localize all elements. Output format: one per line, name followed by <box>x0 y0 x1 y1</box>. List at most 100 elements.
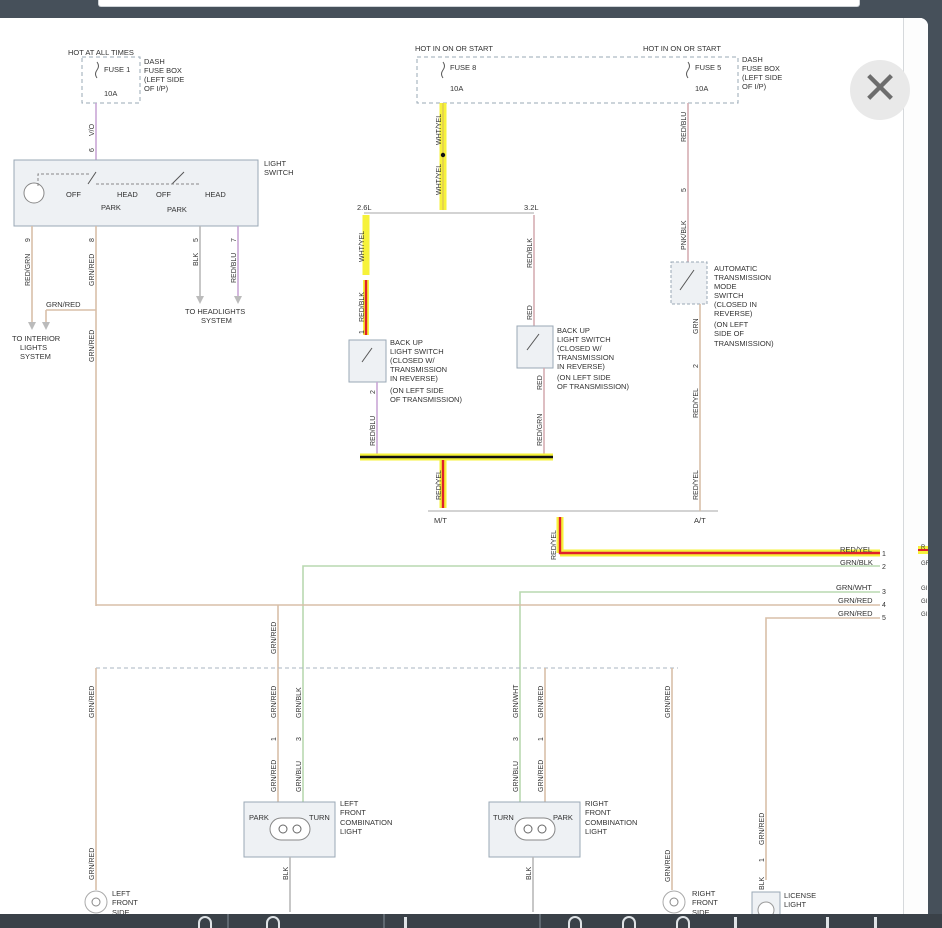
diagram-label: HEAD <box>205 190 226 199</box>
diagram-label: GI <box>921 612 928 618</box>
bottom-toolbar <box>0 914 942 928</box>
toolbar-separator <box>383 914 385 928</box>
rotate-icon[interactable] <box>622 916 636 928</box>
diagram-label: RED/BLU <box>370 416 377 446</box>
more-icon[interactable] <box>874 917 877 928</box>
diagram-label: (CLOSED W/ <box>390 356 436 365</box>
diagram-label: 4 <box>882 602 886 609</box>
zoom-in-icon[interactable] <box>266 916 280 928</box>
atm-mode-switch <box>670 261 708 305</box>
diagram-label: GRN/RED <box>838 609 873 618</box>
diagram-label: TO INTERIOR <box>12 334 61 343</box>
diagram-label: 3.2L <box>524 203 539 212</box>
diagram-label: GRN/BLU <box>513 761 520 792</box>
diagram-label: LIGHT SWITCH <box>390 347 444 356</box>
diagram-wire <box>37 173 90 186</box>
diagram-label: LIGHT <box>784 900 807 909</box>
diagram-label: RED <box>527 305 534 320</box>
diagram-wire <box>757 901 775 918</box>
diagram-label: TRANSMISSION) <box>714 339 774 348</box>
backup-switch-right <box>516 325 554 369</box>
diagram-label: RED/BLK <box>527 238 534 268</box>
diagram-label: BLK <box>759 876 766 890</box>
diagram-label: 8 <box>89 238 96 242</box>
diagram-label: GRN <box>693 318 700 334</box>
diagram-label: FUSE 5 <box>695 63 721 72</box>
diagram-label: 1 <box>538 737 545 741</box>
diagram-label: FUSE BOX <box>144 66 182 75</box>
close-icon[interactable]: ✕ <box>850 60 910 120</box>
diagram-label: SIDE OF <box>714 329 744 338</box>
diagram-label: 5 <box>193 238 200 242</box>
diagram-label: GI <box>921 586 928 592</box>
diagram-label: LIGHT <box>585 827 608 836</box>
diagram-label: GRN/RED <box>46 300 81 309</box>
diagram-wire <box>269 817 311 841</box>
diagram-wire <box>537 824 547 834</box>
diagram-label: GRN/RED <box>665 686 672 718</box>
diagram-label: SWITCH <box>714 291 744 300</box>
menu-icon[interactable] <box>826 917 829 928</box>
diagram-label: 10A <box>104 89 117 98</box>
print-icon[interactable] <box>676 916 690 928</box>
pause-icon[interactable] <box>734 917 737 928</box>
diagram-wire <box>514 817 556 841</box>
diagram-label: GRN/RED <box>89 254 96 286</box>
diagram-label: GRN/RED <box>271 686 278 718</box>
diagram-wire <box>23 182 45 204</box>
diagram-label: BLK <box>193 252 200 266</box>
wiring-diagram: HOT AT ALL TIMES HOT IN ON OR START HOT … <box>12 44 928 918</box>
diagram-wire <box>679 269 695 291</box>
diagram-label: RED <box>537 375 544 390</box>
hot-always-label: HOT AT ALL TIMES <box>68 48 134 57</box>
search-input[interactable] <box>98 0 860 7</box>
fuse-8-symbol <box>441 61 445 79</box>
diagram-label: 10A <box>695 84 708 93</box>
diagram-label: 3 <box>882 589 886 596</box>
diagram-label: GRN/RED <box>271 760 278 792</box>
diagram-wire <box>28 322 36 330</box>
diagram-wire <box>292 824 302 834</box>
diagram-label: 2.6L <box>357 203 372 212</box>
diagram-label: 3 <box>296 737 303 741</box>
diagram-label: LIGHT <box>340 827 363 836</box>
diagram-wire <box>196 296 204 304</box>
diagram-wire <box>361 347 373 363</box>
diagram-label: (CLOSED IN <box>714 300 757 309</box>
fit-page-icon[interactable] <box>568 916 582 928</box>
diagram-label: 5 <box>681 188 688 192</box>
diagram-label: LEFT <box>340 799 359 808</box>
diagram-label: LICENSE <box>784 891 816 900</box>
diagram-label: GRN/RED <box>665 850 672 882</box>
diagram-label: 9 <box>25 238 32 242</box>
diagram-wire <box>278 824 288 834</box>
diagram-label: LIGHT SWITCH <box>557 335 611 344</box>
diagram-label: SYSTEM <box>201 316 232 325</box>
diagram-label: FRONT <box>112 898 138 907</box>
diagram-label: GRN/RED <box>838 596 873 605</box>
diagram-label: (LEFT SIDE <box>144 75 184 84</box>
diagram-label: RED/BLU <box>231 253 238 283</box>
fuse-box-left <box>81 56 141 104</box>
diagram-label: FUSE BOX <box>742 64 780 73</box>
diagram-label: TRANSMISSION <box>390 365 447 374</box>
diagram-label: GR <box>921 561 928 567</box>
diagram-label: GRN/WHT <box>513 684 520 718</box>
diagram-label: 1 <box>759 858 766 862</box>
diagram-label: FRONT <box>585 808 611 817</box>
diagram-label: 2 <box>882 564 886 571</box>
diagram-label: GRN/RED <box>538 686 545 718</box>
diagram-label: COMBINATION <box>340 818 392 827</box>
diagram-label: BACK UP <box>390 338 423 347</box>
diagram-label: RED/YEL <box>693 470 700 500</box>
diagram-label: IN REVERSE) <box>390 374 438 383</box>
diagram-wire <box>523 824 533 834</box>
diagram-label: A/T <box>694 516 706 525</box>
diagram-label: OF I/P) <box>144 84 169 93</box>
diagram-wire <box>234 296 242 304</box>
pan-icon[interactable] <box>404 917 407 928</box>
diagram-label: R <box>921 545 926 551</box>
backup-switch-left <box>348 339 387 383</box>
diagram-label: IN REVERSE) <box>557 362 605 371</box>
zoom-out-icon[interactable] <box>198 916 212 928</box>
